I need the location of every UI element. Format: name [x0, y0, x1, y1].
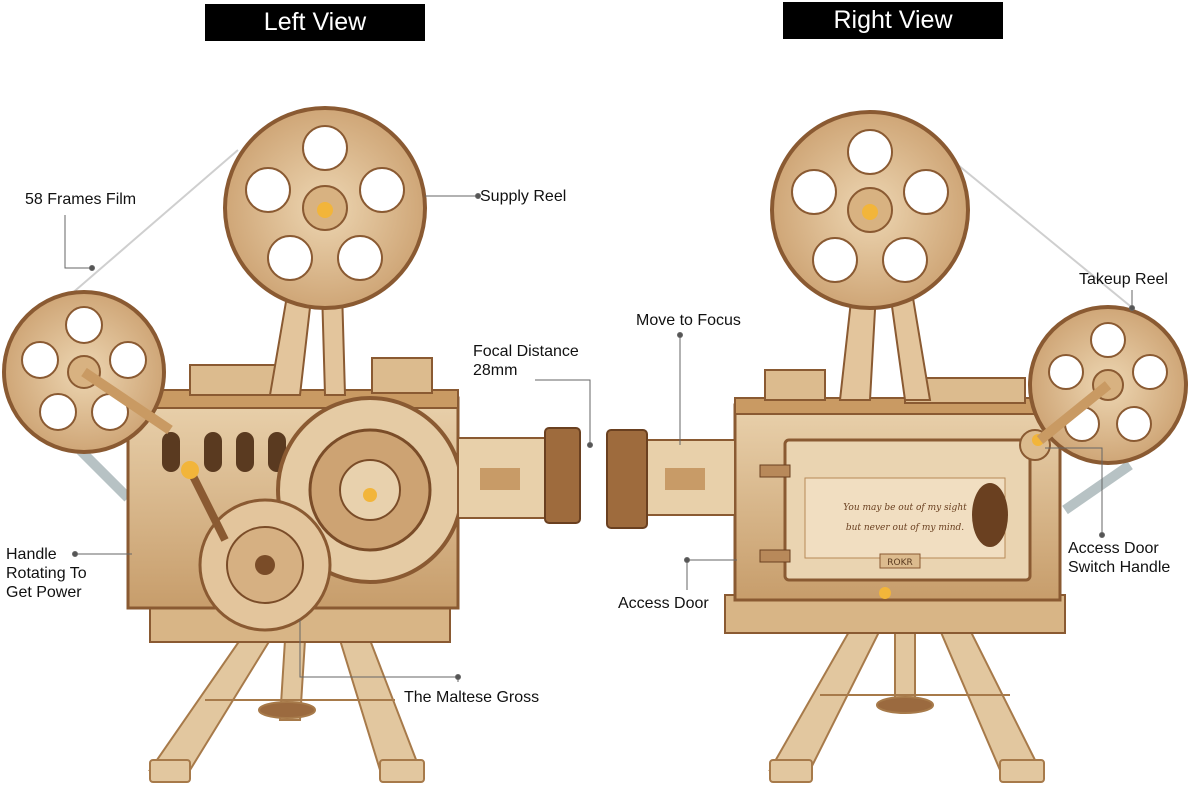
- callout-takeup-reel: Takeup Reel: [1079, 271, 1168, 288]
- door-plate-line1: You may be out of my sight: [843, 503, 967, 513]
- left-projector: [2, 106, 581, 783]
- leader-lines: [64, 193, 1135, 682]
- left-lens: [457, 427, 581, 524]
- callout-handle-rotating: Handle Rotating To Get Power: [6, 546, 87, 601]
- right-access-door: You may be out of my sight but never out…: [783, 438, 1032, 599]
- callout-supply-reel: Supply Reel: [480, 188, 567, 205]
- right-lens: [606, 429, 736, 529]
- callout-access-door-switch-handle: Access Door Switch Handle: [1068, 540, 1171, 576]
- right-tripod: [768, 629, 1045, 783]
- left-supply-reel: [223, 106, 427, 310]
- left-view-title: Left View: [205, 4, 425, 41]
- door-plate-line2: but never out of my mind.: [846, 523, 964, 533]
- right-projector: You may be out of my sight but never out…: [606, 110, 1188, 783]
- right-takeup-reel: [1028, 305, 1188, 465]
- left-tripod: [148, 639, 425, 783]
- left-crank-wheel: [181, 461, 332, 632]
- callout-move-to-focus: Move to Focus: [636, 312, 741, 329]
- right-view-title: Right View: [783, 2, 1003, 39]
- callout-access-door: Access Door: [618, 595, 709, 612]
- right-supply-reel: [770, 110, 970, 310]
- left-takeup-reel: [2, 290, 173, 454]
- door-plate-brand: ROKR: [887, 558, 913, 568]
- callout-maltese-gross: The Maltese Gross: [404, 689, 540, 706]
- callout-58-frames-film: 58 Frames Film: [25, 191, 137, 208]
- callout-focal-distance: Focal Distance 28mm: [473, 343, 579, 379]
